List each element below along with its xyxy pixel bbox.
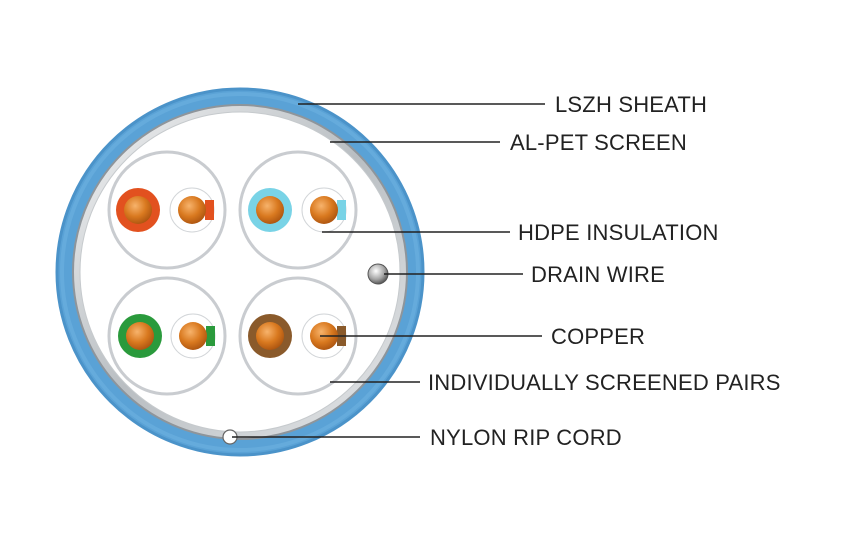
label-al-pet-screen: AL-PET SCREEN bbox=[510, 130, 687, 155]
pair-screen bbox=[107, 276, 227, 396]
inner-core bbox=[79, 111, 401, 433]
copper-conductor bbox=[179, 322, 207, 350]
copper-conductor bbox=[256, 196, 284, 224]
stripe bbox=[206, 326, 215, 346]
stripe bbox=[337, 200, 346, 220]
screened-pair-green bbox=[107, 276, 227, 396]
label-individually-screened-pairs: INDIVIDUALLY SCREENED PAIRS bbox=[428, 370, 781, 395]
pair-screen bbox=[107, 150, 227, 270]
label-hdpe-insulation: HDPE INSULATION bbox=[518, 220, 719, 245]
copper-conductor bbox=[126, 322, 154, 350]
label-nylon-rip-cord: NYLON RIP CORD bbox=[430, 425, 622, 450]
pair-screen bbox=[238, 150, 358, 270]
copper-conductor bbox=[310, 196, 338, 224]
screened-pair-blue bbox=[238, 150, 358, 270]
screened-pair-orange bbox=[107, 150, 227, 270]
label-drain-wire: DRAIN WIRE bbox=[531, 262, 665, 287]
label-lszh-sheath: LSZH SHEATH bbox=[555, 92, 707, 117]
label-copper: COPPER bbox=[551, 324, 645, 349]
copper-conductor bbox=[178, 196, 206, 224]
copper-conductor bbox=[124, 196, 152, 224]
copper-conductor bbox=[256, 322, 284, 350]
stripe bbox=[205, 200, 214, 220]
sheath-texture bbox=[60, 92, 420, 452]
